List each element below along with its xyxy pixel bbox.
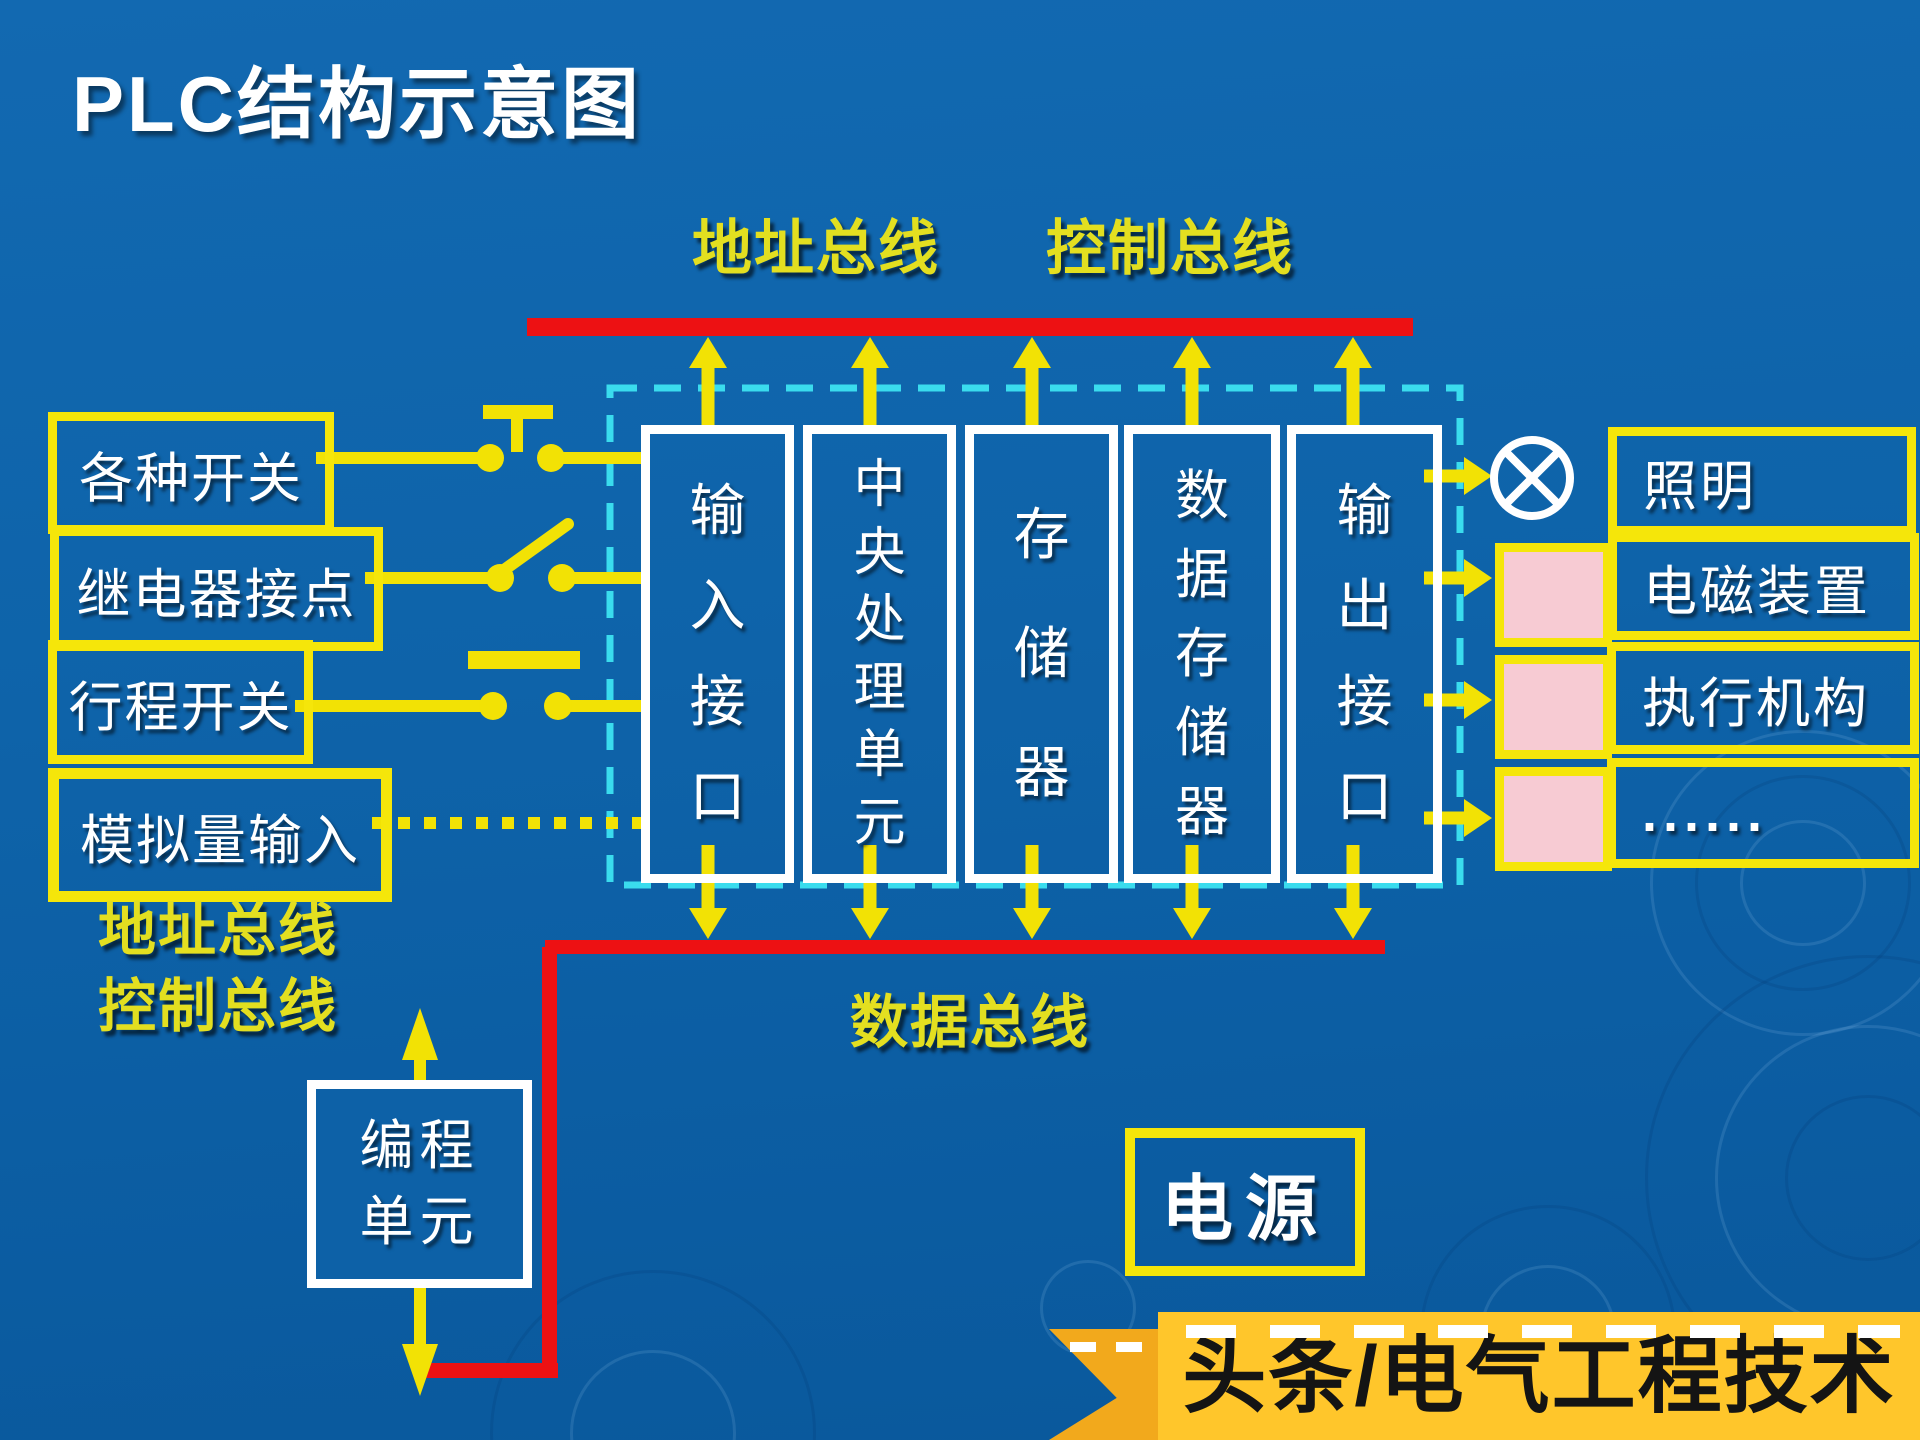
output-device-label: 执行机构 [1642,673,1870,734]
output-device-box-electromagnetic: 电磁装置 [1608,533,1919,640]
module-cpu: 中央处理单元 [803,425,956,883]
connection-dot [537,444,565,472]
module-data-memory: 数据存储器 [1124,425,1280,883]
lamp-icon [1490,436,1574,520]
watermark-banner-dashes [1186,1325,1900,1338]
module-memory: 存储器 [965,425,1118,883]
address-bus-label: 地址总线 [692,215,940,282]
output-device-label: 电磁装置 [1643,562,1871,622]
input-device-label: 行程开关 [68,677,293,738]
output-arrows [1424,457,1492,837]
data-bus-bar [545,940,1385,954]
module-output-interface: 输出接口 [1287,425,1442,883]
watermark-ribbon-dashes [1070,1342,1160,1352]
relay-contact-icon [365,518,645,592]
control-bus-label: 控制总线 [1046,215,1294,282]
input-device-label: 继电器接点 [76,564,357,625]
left-bus-labels: 地址总线 控制总线 [98,898,339,1039]
module-input-interface: 输入接口 [641,425,794,883]
data-bus-label: 数据总线 [850,990,1091,1055]
output-device-box-actuator: 执行机构 [1607,642,1919,754]
input-device-box-analog-input: 模拟量输入 [48,768,392,902]
watermark-text: 头条/电气工程技术 [1182,1329,1896,1423]
connection-dot [544,692,572,720]
output-module [1495,767,1612,871]
data-bus-branch-horizontal [415,1363,558,1378]
output-device-label: 照明 [1643,456,1757,517]
output-device-label: ...... [1642,783,1769,843]
input-device-box-limit-switch: 行程开关 [48,640,313,764]
connection-dot [476,444,504,472]
pushbutton-switch-icon [316,405,645,472]
connection-dot [479,692,507,720]
power-supply-box: 电源 [1125,1128,1365,1276]
data-bus-branch-vertical [542,947,557,1378]
limit-switch-icon [295,651,645,720]
output-device-box-lighting: 照明 [1608,427,1916,535]
connection-dot [548,564,576,592]
output-module [1495,543,1612,647]
programming-unit-box: 编程 单元 [307,1080,532,1288]
address-control-bus-bar [527,318,1413,336]
page-title: PLC结构示意图 [72,60,643,148]
output-module [1495,655,1612,759]
input-device-box-switches: 各种开关 [48,412,334,534]
input-device-box-relay-contact: 继电器接点 [50,527,383,651]
output-device-box-others: ...... [1607,758,1919,868]
bus-arrows-up [689,337,1372,425]
input-device-label: 各种开关 [79,448,303,509]
input-device-label: 模拟量输入 [80,810,360,871]
